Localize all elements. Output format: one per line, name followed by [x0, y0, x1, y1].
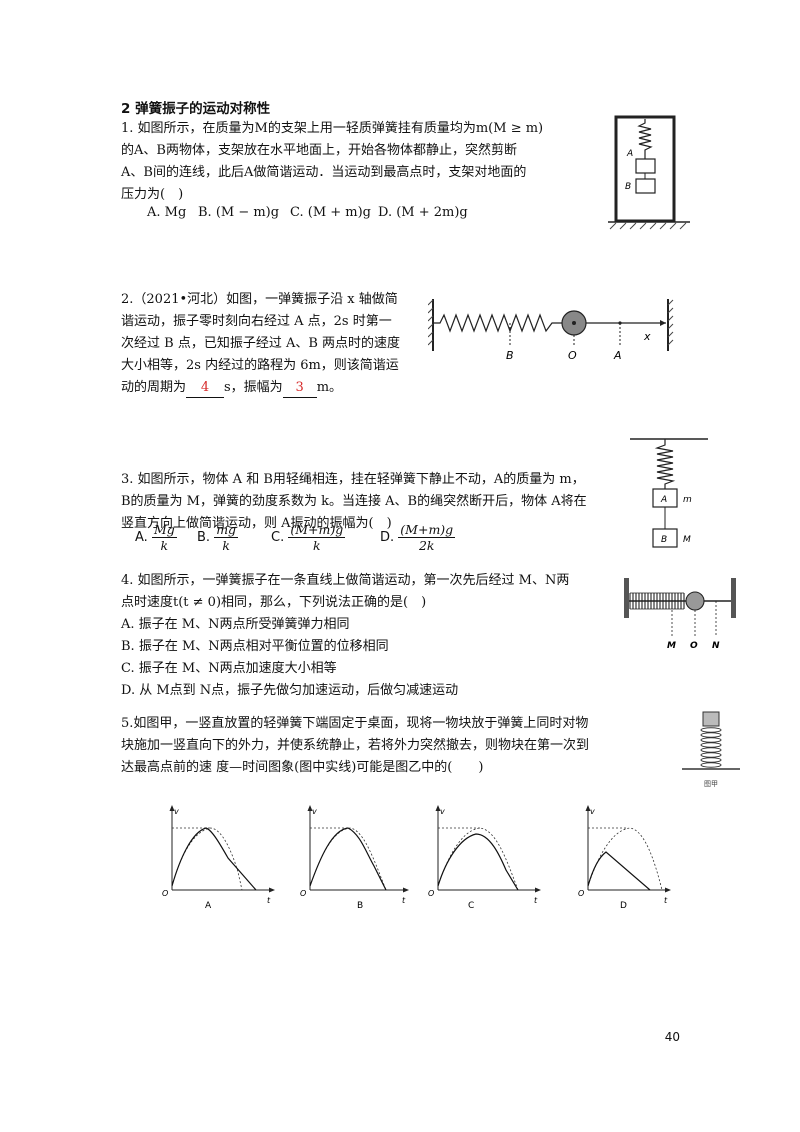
- graph-b[interactable]: v t O B: [300, 805, 409, 911]
- graph-b-origin: O: [300, 889, 306, 898]
- q2-label-x: x: [643, 330, 651, 343]
- graph-d[interactable]: v t O D: [578, 805, 671, 911]
- graph-c-label: C: [468, 901, 474, 911]
- q4-figure: M O N: [624, 578, 736, 651]
- q1-choice-a[interactable]: A. Mg: [147, 205, 187, 220]
- q3-label-m: m: [683, 495, 692, 505]
- q2-mid: s，振幅为: [224, 380, 283, 395]
- q1-choice-c[interactable]: C. (M + m)g: [290, 205, 372, 220]
- graph-c-origin: O: [428, 889, 434, 898]
- q2-answer-amplitude[interactable]: 3: [282, 379, 317, 398]
- graph-a[interactable]: v t O A: [162, 805, 275, 911]
- q1-line: 的A、B两物体，支架放在水平地面上，开始各物体都静止，突然剪断: [121, 143, 517, 158]
- q2-line: 次经过 B 点，已知振子经过 A、B 两点时的速度: [121, 336, 401, 351]
- q1-label-b: B: [625, 182, 631, 192]
- q4-choice-a[interactable]: A. 振子在 M、N两点所受弹簧弹力相同: [121, 617, 350, 632]
- q5-caption: 图甲: [704, 780, 718, 788]
- q3-figure: A m B M: [630, 438, 708, 548]
- q3-label-bigm: M: [683, 535, 691, 545]
- q4-line: 4. 如图所示，一弹簧振子在一条直线上做简谐运动，第一次先后经过 M、N两: [121, 573, 570, 588]
- q3-label-a: A: [660, 495, 667, 505]
- graph-a-origin: O: [162, 889, 168, 898]
- q5-figure-jia: 图甲: [682, 711, 740, 788]
- q1-line: 1. 如图所示，在质量为M的支架上用一轻质弹簧挂有质量均为m(M ≥ m): [121, 121, 544, 136]
- graph-c[interactable]: v t O C: [428, 805, 541, 911]
- q2-line: 大小相等，2s 内经过的路程为 6m，则该简谐运: [121, 358, 399, 373]
- q1-line: 压力为( ): [121, 187, 184, 202]
- q2-figure: B O A x: [428, 299, 674, 362]
- graph-a-label: A: [205, 901, 212, 911]
- section-title: 2 弹簧振子的运动对称性: [121, 101, 271, 117]
- q5-line: 达最高点前的速 度—时间图象(图中实线)可能是图乙中的( ): [121, 760, 484, 775]
- q2-line: 谐运动，振子零时刻向右经过 A 点，2s 时第一: [121, 314, 392, 329]
- q2-answer-period[interactable]: 4: [186, 379, 225, 398]
- graph-d-origin: O: [578, 889, 584, 898]
- q4-choice-c[interactable]: C. 振子在 M、N两点加速度大小相等: [121, 661, 337, 676]
- graph-b-v: v: [312, 807, 317, 816]
- q1-choice-d[interactable]: D. (M + 2m)g: [378, 205, 468, 220]
- graph-a-v: v: [174, 807, 179, 816]
- q4-label-m: M: [667, 641, 676, 651]
- graph-b-t: t: [402, 896, 406, 905]
- q4-choice-d[interactable]: D. 从 M点到 N点，振子先做匀加速运动，后做匀减速运动: [121, 683, 459, 698]
- q5-line: 块施加一竖直向下的外力，并使系统静止，若将外力突然撤去，则物块在第一次到: [121, 738, 590, 753]
- q1-choice-b[interactable]: B. (M − m)g: [198, 205, 280, 220]
- q1-figure: A B: [608, 115, 690, 230]
- q2-label-a: A: [613, 349, 622, 362]
- q4-label-n: N: [712, 641, 720, 651]
- q2-suffix: m。: [316, 380, 343, 395]
- graph-d-label: D: [620, 901, 627, 911]
- q2-label-o: O: [568, 349, 577, 362]
- q5-graphs: v t O A v t O B v t O C: [162, 805, 671, 911]
- q3-line: 3. 如图所示，物体 A 和 B用轻绳相连，挂在轻弹簧下静止不动，A的质量为 m…: [121, 472, 585, 487]
- q2-prefix: 动的周期为: [121, 380, 187, 395]
- q2-line: 2.（2021•河北）如图，一弹簧振子沿 x 轴做简: [121, 292, 398, 307]
- graph-a-t: t: [267, 896, 271, 905]
- q3-label-b: B: [661, 535, 667, 545]
- q4-choice-b[interactable]: B. 振子在 M、N两点相对平衡位置的位移相同: [121, 639, 389, 654]
- q5-line: 5.如图甲，一竖直放置的轻弹簧下端固定于桌面，现将一物块放于弹簧上同时对物: [121, 716, 589, 731]
- graph-d-v: v: [590, 807, 595, 816]
- page-number: 40: [664, 1030, 680, 1044]
- graph-d-t: t: [664, 896, 668, 905]
- q4-label-o: O: [690, 641, 698, 651]
- q1-label-a: A: [626, 149, 633, 159]
- q2-label-b: B: [506, 349, 514, 362]
- graph-c-t: t: [534, 896, 538, 905]
- q3-line: B的质量为 M，弹簧的劲度系数为 k。当连接 A、B的绳突然断开后，物体 A将在: [121, 494, 587, 509]
- graph-c-v: v: [440, 807, 445, 816]
- graph-b-label: B: [357, 901, 363, 911]
- q1-line: A、B间的连线，此后A做简谐运动．当运动到最高点时，支架对地面的: [121, 165, 527, 180]
- q4-line: 点时速度t(t ≠ 0)相同，那么，下列说法正确的是( ): [121, 595, 427, 610]
- q3-line: 竖直方向上做简谐运动，则 A振动的振幅为( ): [121, 516, 392, 531]
